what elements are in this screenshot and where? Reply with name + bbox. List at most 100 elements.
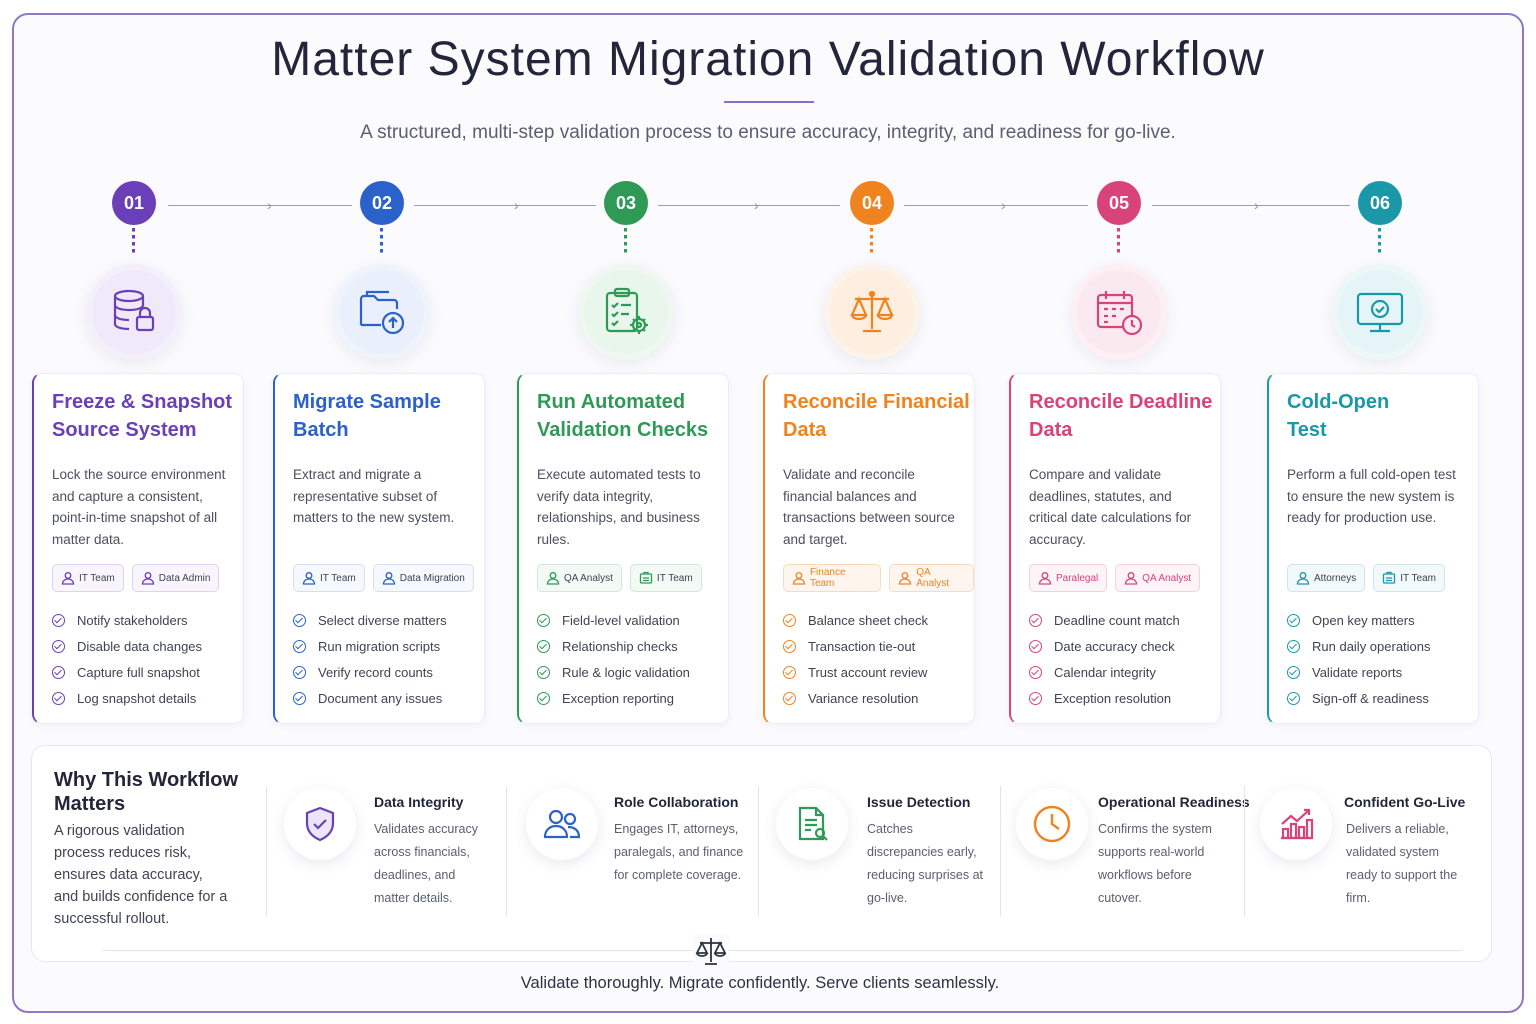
- checklist-label: Exception resolution: [1054, 690, 1172, 706]
- person-icon: [1125, 572, 1138, 585]
- step-title: Freeze & Snapshot Source System: [52, 391, 233, 441]
- check-circle-icon: [537, 639, 550, 653]
- role-chip: IT Team: [52, 564, 124, 592]
- connector-5-6: [1152, 205, 1350, 206]
- check-circle-icon: [293, 691, 306, 705]
- checklist-item: Relationship checks: [537, 633, 728, 659]
- benefit-description: Engages IT, attorneys, paralegals, and f…: [614, 822, 744, 882]
- checklist-item: Log snapshot details: [52, 685, 243, 711]
- checklist-label: Open key matters: [1312, 612, 1415, 628]
- check-circle-icon: [293, 613, 306, 627]
- check-circle-icon: [52, 613, 65, 627]
- checklist-label: Run daily operations: [1312, 638, 1431, 654]
- monitor-check-icon: [1338, 270, 1422, 354]
- step-checklist: Deadline count match Date accuracy check…: [1029, 607, 1220, 711]
- folder-upload-icon: [340, 270, 424, 354]
- step-title: Run Automated Validation Checks: [537, 391, 709, 441]
- checklist-item: Run daily operations: [1287, 633, 1478, 659]
- step-icon-circle-3: [578, 264, 674, 360]
- dotted-connector: [132, 228, 135, 256]
- check-circle-icon: [1287, 665, 1300, 679]
- check-circle-icon: [1029, 613, 1042, 627]
- checklist-item: Exception reporting: [537, 685, 728, 711]
- step-description: Execute automated tests to verify data i…: [537, 467, 701, 547]
- role-chip: Attorneys: [1287, 564, 1366, 592]
- checklist-label: Transaction tie-out: [808, 638, 916, 654]
- step-description: Perform a full cold-open test to ensure …: [1287, 467, 1456, 525]
- dotted-connector: [380, 228, 383, 256]
- check-circle-icon: [52, 639, 65, 653]
- step-number-2: 02: [360, 181, 404, 225]
- role-label: IT Team: [79, 572, 115, 584]
- role-label: QA Analyst: [564, 572, 613, 584]
- person-icon: [1296, 572, 1310, 585]
- page-subtitle: A structured, multi-step validation proc…: [360, 122, 1176, 143]
- checklist-item: Exception resolution: [1029, 685, 1220, 711]
- checklist-item: Calendar integrity: [1029, 659, 1220, 685]
- connector-4-5: [904, 205, 1088, 206]
- check-circle-icon: [1287, 691, 1300, 705]
- checklist-label: Relationship checks: [562, 638, 678, 654]
- connector-1-2: [168, 205, 352, 206]
- person-icon: [899, 572, 912, 585]
- check-circle-icon: [783, 665, 796, 679]
- step-icon-circle-6: [1332, 264, 1428, 360]
- chevron-right-icon: ›: [514, 197, 519, 213]
- check-circle-icon: [783, 639, 796, 653]
- person-icon: [792, 572, 806, 585]
- checklist-label: Trust account review: [808, 664, 928, 680]
- chevron-right-icon: ›: [754, 197, 759, 213]
- role-chip: QA Analyst: [889, 564, 974, 592]
- checklist-label: Select diverse matters: [318, 612, 447, 628]
- step-title: Reconcile Deadline Data: [1029, 391, 1213, 441]
- benefit-description: Delivers a reliable, validated system re…: [1346, 822, 1458, 905]
- checklist-item: Field-level validation: [537, 607, 728, 633]
- step-checklist: Open key matters Run daily operations Va…: [1287, 607, 1478, 711]
- role-label: Attorneys: [1314, 572, 1357, 584]
- role-chip: Data Migration: [372, 564, 474, 592]
- checklist-item: Notify stakeholders: [52, 607, 243, 633]
- balance-scale-icon: [830, 270, 914, 354]
- checklist-item: Verify record counts: [293, 659, 484, 685]
- step-title: Cold-Open Test: [1287, 391, 1390, 441]
- checklist-item: Capture full snapshot: [52, 659, 243, 685]
- step-number-6: 06: [1358, 181, 1402, 225]
- role-label: IT Team: [320, 572, 356, 584]
- checklist-label: Disable data changes: [77, 638, 203, 654]
- check-circle-icon: [537, 613, 550, 627]
- step-description: Lock the source environment and capture …: [52, 467, 226, 547]
- chevron-right-icon: ›: [267, 197, 272, 213]
- step-number-5: 05: [1097, 181, 1141, 225]
- person-icon: [302, 572, 316, 585]
- role-label: Paralegal: [1056, 572, 1099, 584]
- step-description: Validate and reconcile financial balance…: [783, 467, 955, 547]
- id-badge-icon: [639, 571, 653, 584]
- checklist-item: Deadline count match: [1029, 607, 1220, 633]
- check-circle-icon: [537, 691, 550, 705]
- step-title: Reconcile Financial Data: [783, 391, 970, 441]
- checklist-label: Variance resolution: [808, 690, 919, 706]
- checklist-label: Notify stakeholders: [77, 612, 188, 628]
- check-circle-icon: [537, 665, 550, 679]
- check-circle-icon: [293, 665, 306, 679]
- step-checklist: Balance sheet check Transaction tie-out …: [783, 607, 974, 711]
- dotted-connector: [624, 228, 627, 256]
- clock-icon: [1016, 788, 1088, 860]
- step-description: Compare and validate deadlines, statutes…: [1029, 467, 1192, 547]
- chevron-right-icon: ›: [1254, 197, 1259, 213]
- divider: [1244, 786, 1245, 916]
- role-chip: Finance Team: [783, 564, 882, 592]
- role-chip: IT Team: [1373, 564, 1446, 592]
- step-icon-circle-1: [86, 264, 182, 360]
- calendar-clock-icon: [1077, 270, 1161, 354]
- checklist-label: Sign-off & readiness: [1312, 690, 1429, 706]
- connector-3-4: [658, 205, 840, 206]
- check-circle-icon: [52, 665, 65, 679]
- divider: [758, 786, 759, 916]
- people-icon: [526, 788, 598, 860]
- role-chip: Paralegal: [1029, 564, 1108, 592]
- checklist-label: Validate reports: [1312, 664, 1403, 680]
- checklist-item: Open key matters: [1287, 607, 1478, 633]
- check-circle-icon: [783, 691, 796, 705]
- id-badge-icon: [1383, 571, 1396, 584]
